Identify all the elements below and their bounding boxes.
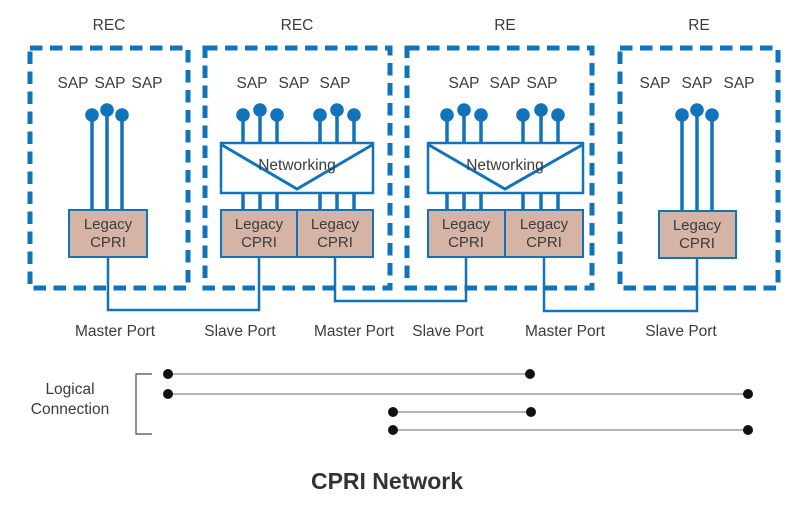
diagram-title: CPRI Network <box>311 468 463 494</box>
networking-box <box>219 141 375 195</box>
sap-dot-icon <box>551 108 565 122</box>
link-endpoint-dot-icon <box>163 369 173 379</box>
networking-v-icon <box>221 143 373 191</box>
link-endpoint-dot-icon <box>526 407 536 417</box>
sap-dot-icon <box>236 108 250 122</box>
node-label-re-1: RE <box>494 17 516 34</box>
logical-connection-label: Connection <box>31 401 109 418</box>
sap-label: SAP <box>448 75 479 92</box>
sap-dot-icon <box>474 108 488 122</box>
sap-dot-icon <box>313 108 327 122</box>
sap-label: SAP <box>319 75 350 92</box>
logical-links <box>163 369 753 435</box>
cpri-link-re1-re2 <box>542 257 699 313</box>
sap-dot-icon <box>675 108 689 122</box>
link-endpoint-dot-icon <box>388 425 398 435</box>
sap-dot-icon <box>253 103 267 117</box>
sap-dot-icon <box>347 108 361 122</box>
networking-label: Networking <box>466 157 544 174</box>
sap-label: SAP <box>489 75 520 92</box>
legacy-cpri-label: CPRI <box>679 235 715 252</box>
node-rec-1: SAP SAP SAP Legacy CPRI <box>57 75 163 258</box>
port-label-slave-1: Slave Port <box>204 323 276 340</box>
sap-label: SAP <box>94 75 125 92</box>
sap-dot-icon <box>690 103 704 117</box>
legacy-cpri-box <box>68 209 148 258</box>
cpri-link-rec2-re1 <box>333 257 468 303</box>
legacy-cpri-label: Legacy <box>520 216 569 233</box>
node-re-2: SAP SAP SAP Legacy CPRI <box>639 75 755 259</box>
legacy-cpri-label: CPRI <box>90 234 126 251</box>
node-label-rec-1: REC <box>93 17 126 34</box>
link-endpoint-dot-icon <box>743 389 753 399</box>
sap-dot-icon <box>440 108 454 122</box>
sap-dot-icon <box>100 103 114 117</box>
networking-v-icon <box>428 143 583 191</box>
node-rec-2: SAP SAP SAP Networking Legacy CPRI Legac… <box>219 75 375 258</box>
sap-dot-icon <box>457 103 471 117</box>
legacy-cpri-label: CPRI <box>317 234 353 251</box>
port-label-slave-3: Slave Port <box>645 323 717 340</box>
legacy-cpri-box <box>427 209 506 258</box>
node-box-re-1 <box>404 45 595 291</box>
node-label-re-2: RE <box>688 17 710 34</box>
logical-connection-bracket <box>135 373 152 435</box>
sap-dot-icon <box>705 108 719 122</box>
legacy-cpri-label: CPRI <box>448 234 484 251</box>
port-label-master-1: Master Port <box>75 323 156 340</box>
legacy-cpri-label: CPRI <box>526 234 562 251</box>
node-label-rec-2: REC <box>281 17 314 34</box>
link-endpoint-dot-icon <box>163 389 173 399</box>
sap-label: SAP <box>526 75 557 92</box>
legacy-cpri-box <box>658 210 737 259</box>
sap-dot-icon <box>330 103 344 117</box>
link-endpoint-dot-icon <box>525 369 535 379</box>
sap-label: SAP <box>723 75 754 92</box>
sap-label: SAP <box>236 75 267 92</box>
legacy-cpri-label: Legacy <box>442 216 491 233</box>
sap-dot-icon <box>516 108 530 122</box>
networking-label: Networking <box>258 157 336 174</box>
sap-dot-icon <box>270 108 284 122</box>
sap-dot-icon <box>534 103 548 117</box>
sap-label: SAP <box>131 75 162 92</box>
port-label-master-2: Master Port <box>314 323 395 340</box>
sap-label: SAP <box>57 75 88 92</box>
logical-connection-label: Logical <box>45 381 94 398</box>
legacy-cpri-label: Legacy <box>84 216 133 233</box>
legacy-cpri-label: Legacy <box>673 217 722 234</box>
node-re-1: SAP SAP SAP Networking Legacy CPRI Legac… <box>426 75 585 258</box>
port-label-slave-2: Slave Port <box>412 323 484 340</box>
link-endpoint-dot-icon <box>388 407 398 417</box>
sap-label: SAP <box>278 75 309 92</box>
legacy-cpri-box <box>504 209 584 258</box>
node-box-rec-2 <box>202 45 393 291</box>
legacy-cpri-label: Legacy <box>235 216 284 233</box>
link-endpoint-dot-icon <box>743 425 753 435</box>
sap-dot-icon <box>85 108 99 122</box>
networking-box <box>426 141 585 195</box>
cpri-link-rec1-rec2 <box>106 257 261 312</box>
sap-dot-icon <box>115 108 129 122</box>
legacy-cpri-label: Legacy <box>311 216 360 233</box>
legacy-cpri-label: CPRI <box>241 234 277 251</box>
sap-label: SAP <box>681 75 712 92</box>
sap-label: SAP <box>639 75 670 92</box>
port-label-master-3: Master Port <box>525 323 606 340</box>
